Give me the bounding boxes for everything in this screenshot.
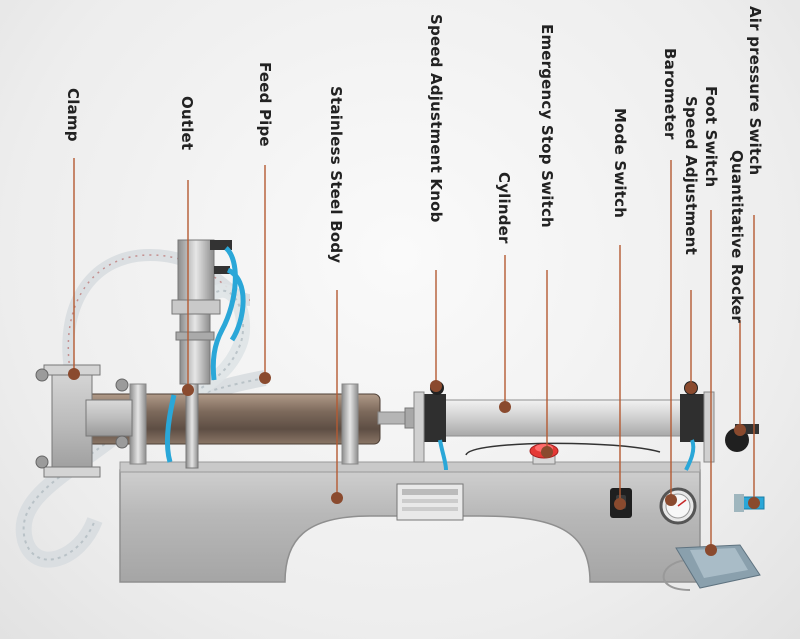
dot-emergency (541, 446, 553, 458)
foot-switch-pedal (662, 544, 761, 591)
leader-lines (73, 158, 755, 550)
label-speed-adjustment-knob: Speed Adjustment Knob (427, 14, 445, 223)
dot-speed-adj (685, 382, 697, 394)
dot-barometer (665, 494, 677, 506)
marker-dots (68, 368, 760, 556)
dot-air (748, 497, 760, 509)
label-air-pressure-switch: Air pressure Switch (746, 6, 764, 176)
barometer-gauge (659, 487, 697, 525)
air-cylinder (413, 381, 715, 471)
valve-tee (35, 364, 133, 478)
dot-rocker (734, 424, 746, 436)
label-cylinder: Cylinder (495, 172, 513, 244)
outlet-assembly (164, 239, 246, 469)
dot-cylinder (499, 401, 511, 413)
dot-outlet (182, 384, 194, 396)
dot-body (331, 492, 343, 504)
stainless-body (119, 461, 701, 583)
dot-feed-pipe (259, 372, 271, 384)
dot-clamp (68, 368, 80, 380)
label-speed-adjustment: Speed Adjustment (682, 96, 700, 255)
label-feed-pipe: Feed Pipe (256, 62, 274, 147)
label-outlet: Outlet (178, 96, 196, 151)
dot-mode (614, 498, 626, 510)
label-foot-switch: Foot Switch (702, 86, 720, 188)
dot-foot (705, 544, 717, 556)
label-mode-switch: Mode Switch (611, 108, 629, 219)
label-stainless-steel-body: Stainless Steel Body (327, 86, 345, 264)
label-quantitative-rocker: Quantitative Rocker (728, 150, 746, 324)
label-clamp: Clamp (64, 88, 82, 142)
barrel (85, 383, 419, 465)
label-emergency-stop-switch: Emergency Stop Switch (538, 24, 556, 228)
dot-speed-knob (430, 380, 442, 392)
label-barometer: Barometer (661, 48, 679, 140)
